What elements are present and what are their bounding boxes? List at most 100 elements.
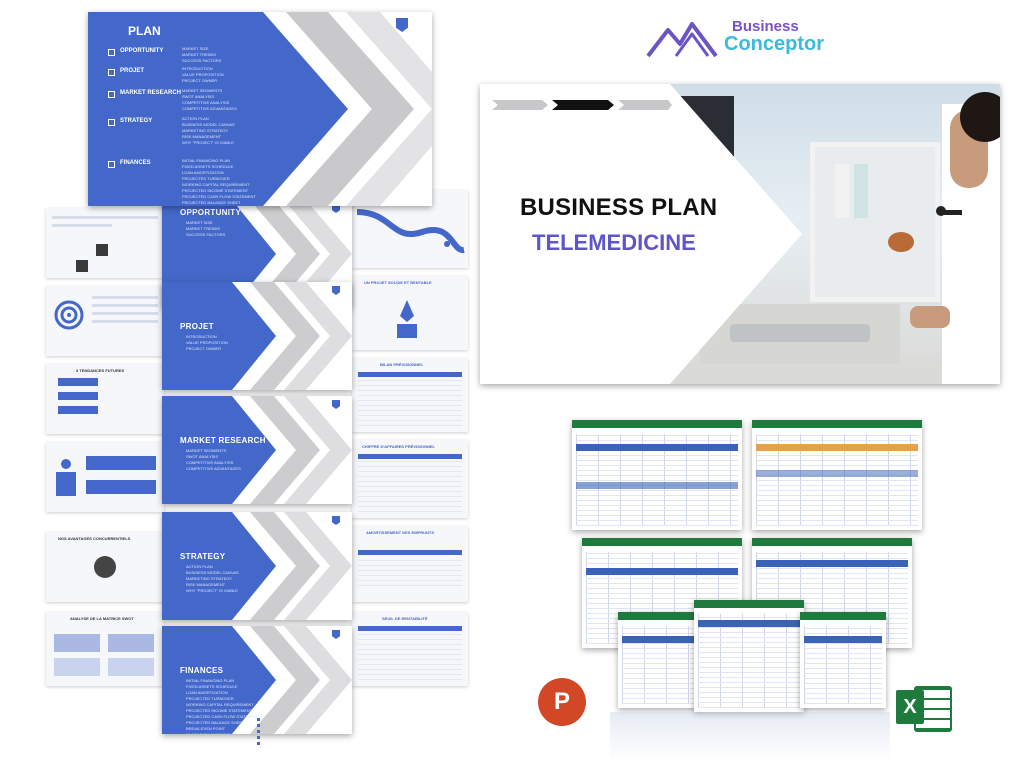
- plan-section-label: FINANCES: [120, 160, 151, 166]
- plan-title: PLAN: [128, 24, 161, 38]
- section-slide-item: ACTION PLAN: [186, 564, 213, 569]
- group-icon: [94, 556, 116, 578]
- section-slide-item: BREAK-EVEN POINT: [186, 726, 226, 731]
- section-badge-icon: [332, 630, 340, 639]
- ghost-slide-3: 3 TENDANCES FUTURES: [46, 364, 164, 434]
- section-slide-title: OPPORTUNITY: [180, 208, 242, 217]
- plan-section-label: OPPORTUNITY: [120, 48, 164, 54]
- section-badge-icon: [332, 204, 340, 213]
- section-chevron-graphic: [162, 626, 352, 734]
- section-slide-item: LOAN AMORTIZATION: [186, 690, 228, 695]
- ghost-slide-5-title: NOS AVANTAGES CONCURRENTIELS: [58, 536, 131, 541]
- section-slide-item: PROJECT OWNER: [186, 346, 222, 351]
- cover-title: BUSINESS PLAN: [520, 194, 718, 221]
- cover-progress-chevrons: [492, 100, 672, 110]
- plant-icon: [397, 300, 417, 338]
- section-slide-title: PROJET: [180, 322, 214, 331]
- ghost-slide-4: [46, 442, 164, 512]
- cover-slide: BUSINESS PLAN TELEMEDICINE: [480, 84, 1000, 384]
- road-map-icon: [356, 209, 465, 253]
- excel-icon-letter: X: [896, 690, 924, 724]
- excel-sheet-6: [694, 600, 804, 712]
- plan-section-item: COMPETITIVE ADVANTAGES: [182, 106, 237, 111]
- right-slide-4: AMORTISSEMENT DES EMPRUNTS: [352, 526, 468, 602]
- section-chevron-graphic: [162, 396, 352, 504]
- section-slide-item: PROJECTED BALANCE SHEET: [186, 720, 245, 725]
- plan-section-item: WORKING CAPITAL REQUIREMENT: [182, 182, 250, 187]
- plan-badge-icon: [396, 18, 408, 32]
- plan-section-item: VALUE PROPOSITION: [182, 72, 224, 77]
- section-slide-item: PROJECTED TURNOVER: [186, 696, 234, 701]
- plan-section-item: PROJECTED CASH FLOW STATEMENT: [182, 194, 256, 199]
- dotted-connector: [257, 718, 260, 748]
- section-chevron-graphic: [162, 512, 352, 620]
- right-slide-4-title: AMORTISSEMENT DES EMPRUNTS: [366, 530, 435, 535]
- mountain-logo-icon: [646, 22, 718, 58]
- section-slide-item: VALUE PROPOSITION: [186, 340, 228, 345]
- section-slide-item: FIXED ASSETS SCHEDULE: [186, 684, 238, 689]
- plan-section-item: MARKETING STRATEGY: [182, 128, 229, 133]
- right-slide-3-title: CHIFFRE D'AFFAIRES PRÉVISIONNEL: [362, 444, 435, 449]
- section-slide-item: PROJECTED CASH FLOW STATEMENT: [186, 714, 260, 719]
- plan-section-item: MARKET SIZE: [182, 46, 209, 51]
- right-slide-1: UN PROJET SOLIDE ET RENTABLE: [352, 276, 468, 350]
- section-slide-item: PROJECTED INCOME STATEMENT: [186, 708, 253, 713]
- ghost-slide-1: [46, 208, 164, 278]
- section-slide-item: MARKET SEGMENTS: [186, 448, 227, 453]
- cover-subtitle: TELEMEDICINE: [532, 230, 696, 255]
- plan-section-label: STRATEGY: [120, 118, 153, 124]
- right-slide-1-title: UN PROJET SOLIDE ET RENTABLE: [364, 280, 432, 285]
- checkbox-icon: [108, 49, 115, 56]
- checkbox-icon: [108, 91, 115, 98]
- section-slide-title: FINANCES: [180, 666, 224, 675]
- ghost-slide-6: ANALYSE DE LA MATRICE SWOT: [46, 612, 164, 686]
- excel-sheet-5: [618, 612, 704, 708]
- excel-icon: X: [896, 684, 952, 732]
- plan-section-item: RISK MANAGEMENT: [182, 134, 222, 139]
- plan-section-item: PROJECTED BALANCE SHEET: [182, 200, 241, 205]
- plan-section-item: INTRODUCTION: [182, 66, 213, 71]
- target-icon: [54, 300, 84, 330]
- section-slide-item: MARKET TRENDS: [186, 226, 221, 231]
- plan-section-item: LOAN AMORTIZATION: [182, 170, 224, 175]
- section-slide-item: COMPETITIVE ADVANTAGES: [186, 466, 241, 471]
- brand-line2: Conceptor: [724, 33, 824, 55]
- cover-chevron-panel: [480, 84, 802, 384]
- right-slide-2: BILAN PRÉVISIONNEL: [352, 358, 468, 432]
- ghost-slide-5: NOS AVANTAGES CONCURRENTIELS: [46, 532, 164, 602]
- ghost-slide-6-title: ANALYSE DE LA MATRICE SWOT: [70, 616, 134, 621]
- section-slide-item: WHY "PROJECT" IS VIABLE: [186, 588, 238, 593]
- plan-section-item: INITIAL FINANCING PLAN: [182, 158, 231, 163]
- plan-section-item: COMPETITIVE ANALYSIS: [182, 100, 230, 105]
- section-slide-item: RISK MANAGEMENT: [186, 582, 226, 587]
- section-slide-item: INITIAL FINANCING PLAN: [186, 678, 235, 683]
- right-slide-5-title: SEUIL DE RENTABILITÉ: [382, 616, 428, 621]
- section-slide-item: BUSINESS MODEL CANVAS: [186, 570, 239, 575]
- section-slide-item: SWOT ANALYSIS: [186, 454, 219, 459]
- plan-section-item: FIXED ASSETS SCHEDULE: [182, 164, 234, 169]
- plan-section-item: ACTION PLAN: [182, 116, 209, 121]
- right-slide-3: CHIFFRE D'AFFAIRES PRÉVISIONNEL: [352, 440, 468, 518]
- brand-line1: Business: [732, 18, 799, 35]
- plan-section-item: WHY "PROJECT" IS VIABLE: [182, 140, 234, 145]
- section-slide-item: SUCCESS FACTORS: [186, 232, 226, 237]
- business-conceptor-logo: Business Conceptor: [646, 16, 866, 60]
- plan-section-item: BUSINESS MODEL CANVAS: [182, 122, 235, 127]
- plan-section-item: SWOT ANALYSIS: [182, 94, 215, 99]
- checkbox-icon: [108, 69, 115, 76]
- plan-section-item: MARKET SEGMENTS: [182, 88, 223, 93]
- section-badge-icon: [332, 400, 340, 409]
- section-slide-item: 10-YEAR FINANCING PLAN: [186, 732, 260, 734]
